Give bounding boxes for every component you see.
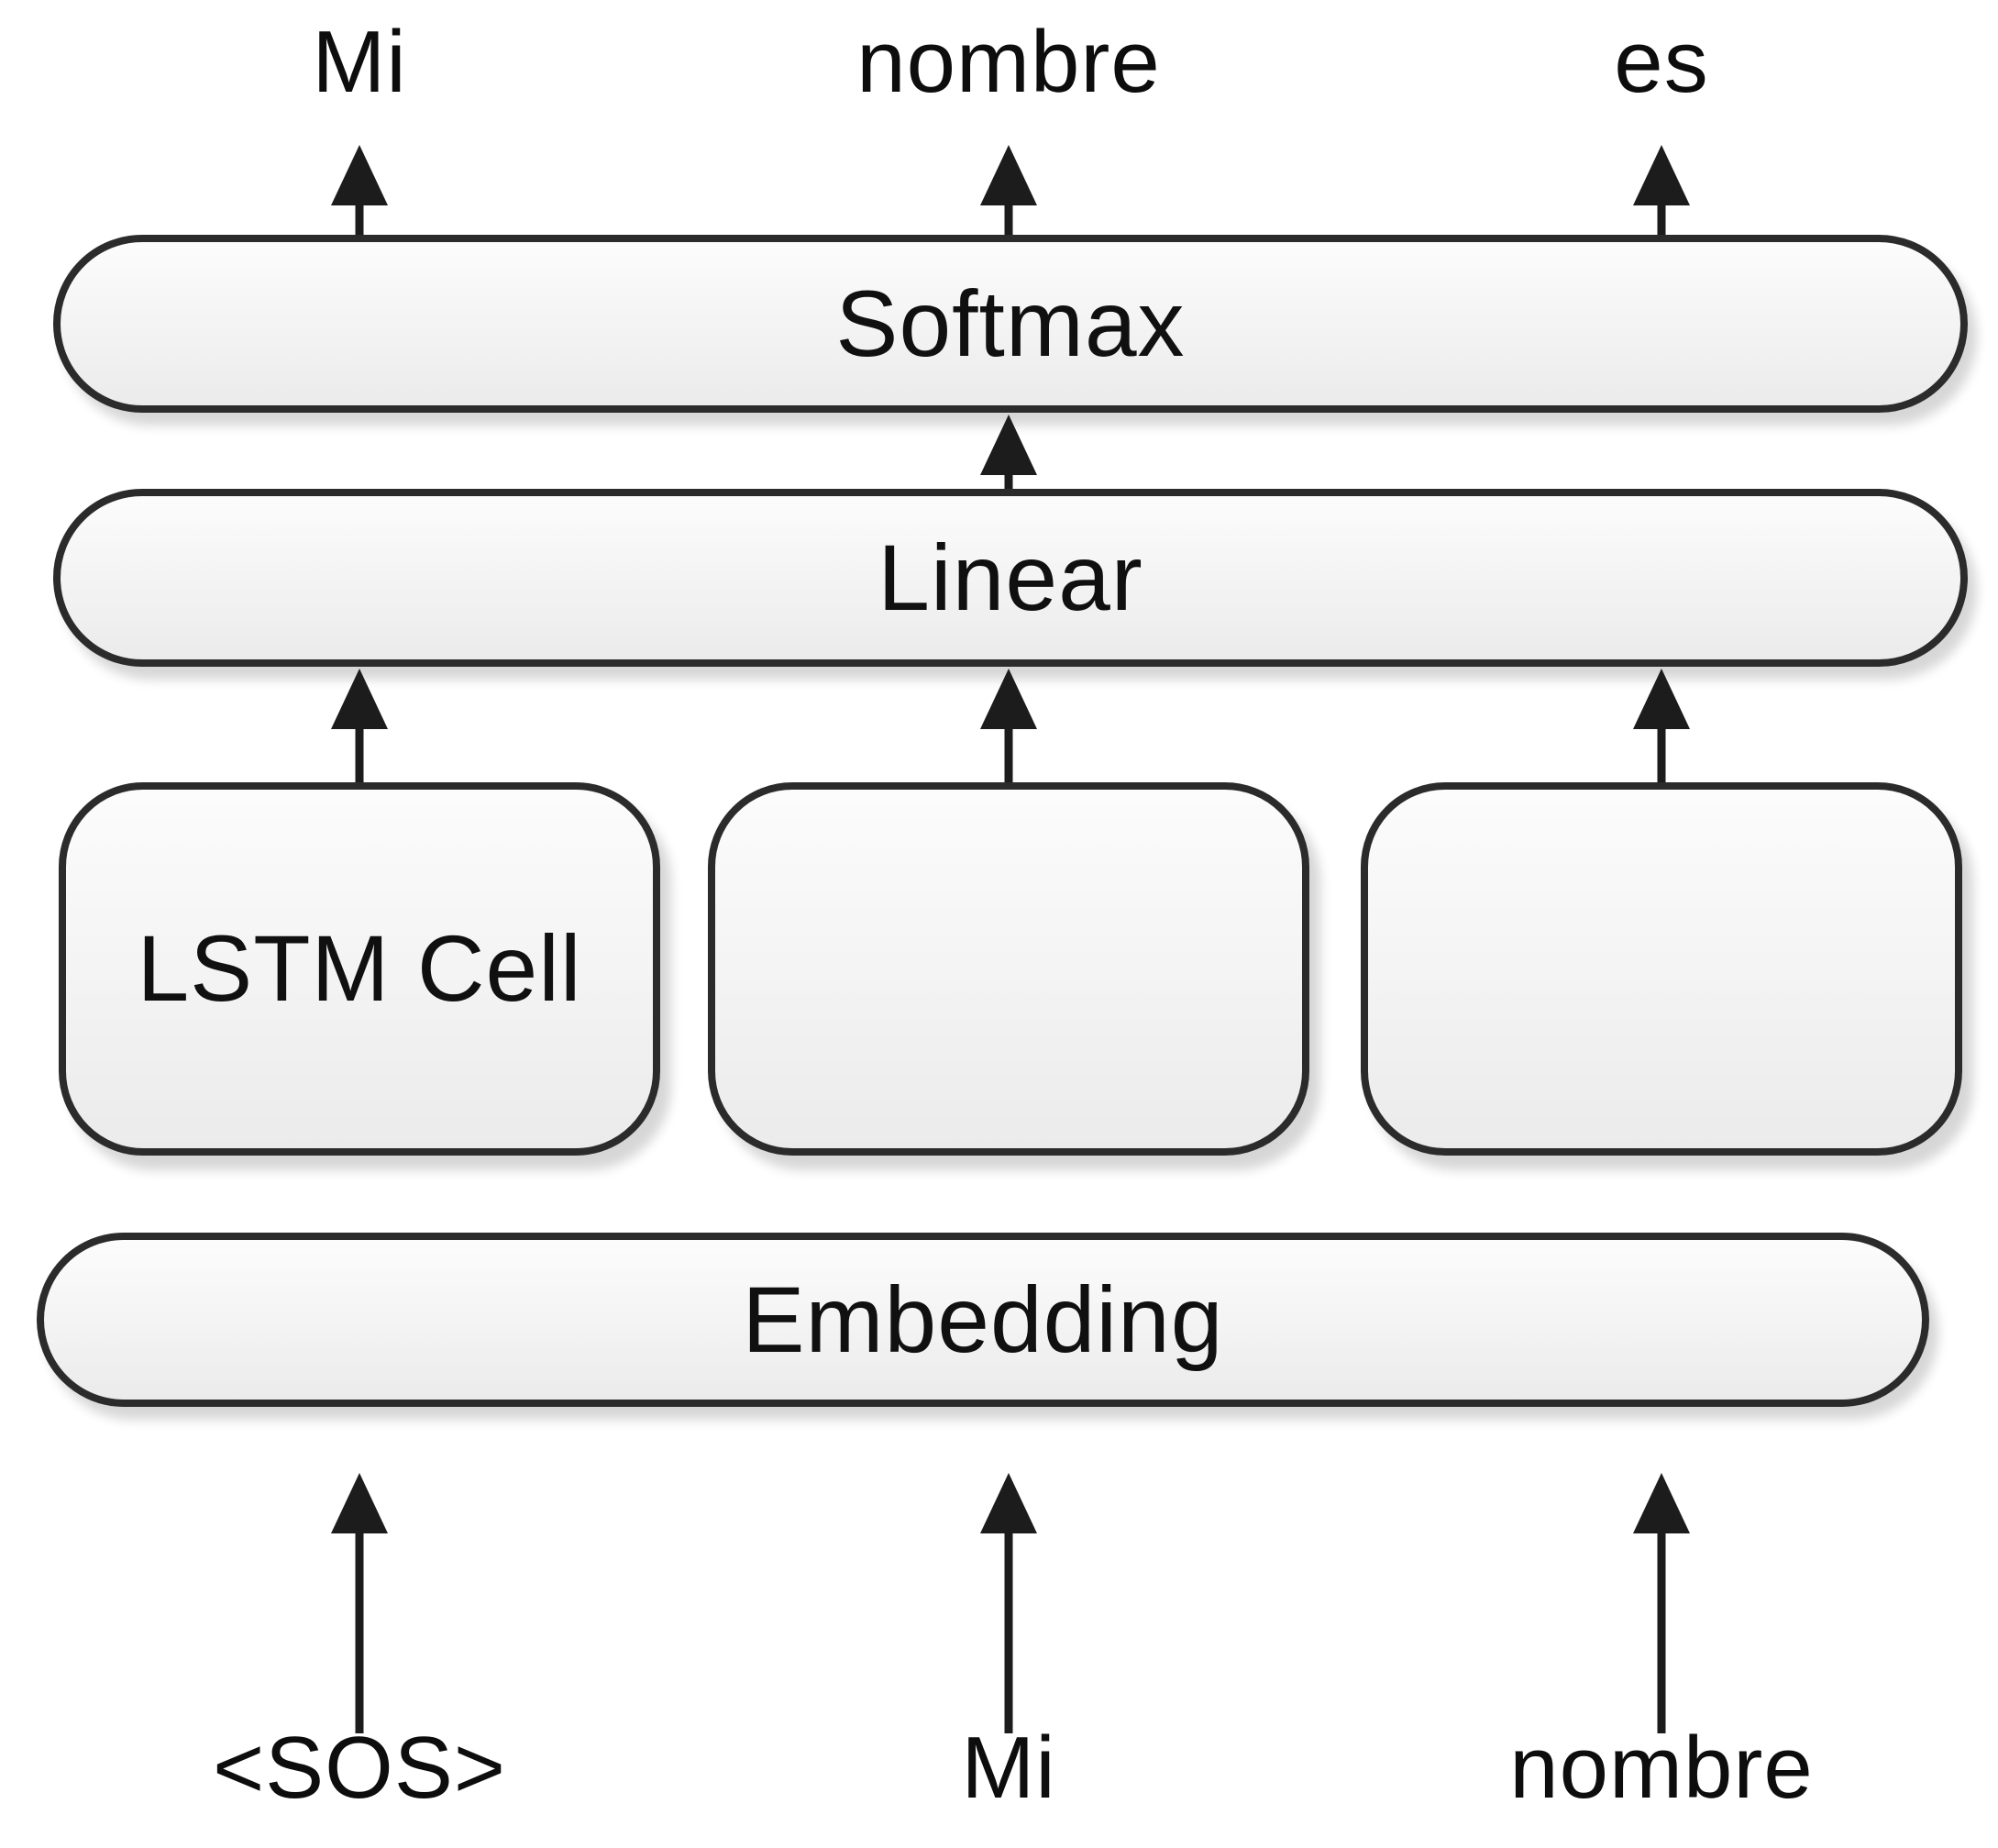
up-arrowhead-icon	[1633, 669, 1690, 729]
embedding-layer-label: Embedding	[742, 1267, 1224, 1372]
up-arrowhead-icon	[1633, 1473, 1690, 1533]
up-arrowhead-icon	[1633, 145, 1690, 205]
lstm-to-linear-arrow-2	[979, 669, 1038, 782]
output-token-label-3: es	[1614, 13, 1709, 111]
lstm-cell-box-1: LSTM Cell	[59, 782, 660, 1156]
linear-layer-bar: Linear	[53, 489, 1968, 667]
embedding-layer-bar: Embedding	[37, 1233, 1929, 1407]
softmax-to-output-arrow-3	[1632, 145, 1691, 235]
input-to-embedding-arrow-1	[330, 1473, 389, 1733]
arrow-shaft	[1004, 722, 1013, 782]
up-arrowhead-icon	[980, 415, 1037, 475]
arrow-shaft	[1004, 198, 1013, 235]
arrow-shaft	[355, 1526, 364, 1733]
up-arrowhead-icon	[331, 669, 388, 729]
softmax-to-output-arrow-1	[330, 145, 389, 235]
arrow-shaft	[355, 198, 364, 235]
arrow-shaft	[1657, 1526, 1666, 1733]
lstm-to-linear-arrow-1	[330, 669, 389, 782]
up-arrowhead-icon	[331, 1473, 388, 1533]
arrow-shaft	[1004, 468, 1013, 489]
lstm-to-linear-arrow-3	[1632, 669, 1691, 782]
up-arrowhead-icon	[331, 145, 388, 205]
input-to-embedding-arrow-3	[1632, 1473, 1691, 1733]
arrow-shaft	[355, 722, 364, 782]
output-token-label-1: Mi	[312, 13, 407, 111]
input-token-label-3: nombre	[1509, 1719, 1814, 1817]
softmax-layer-bar: Softmax	[53, 235, 1968, 413]
arrow-shaft	[1657, 198, 1666, 235]
up-arrowhead-icon	[980, 145, 1037, 205]
softmax-to-output-arrow-2	[979, 145, 1038, 235]
up-arrowhead-icon	[980, 1473, 1037, 1533]
up-arrowhead-icon	[980, 669, 1037, 729]
input-token-label-1: <SOS>	[213, 1719, 506, 1817]
input-to-embedding-arrow-2	[979, 1473, 1038, 1733]
input-token-label-2: Mi	[961, 1719, 1056, 1817]
output-token-label-2: nombre	[856, 13, 1161, 111]
linear-to-softmax-arrow	[979, 415, 1038, 489]
lstm-cell-box-3	[1361, 782, 1962, 1156]
linear-layer-label: Linear	[878, 525, 1143, 630]
lstm-cell-label: LSTM Cell	[137, 916, 582, 1021]
softmax-layer-label: Softmax	[835, 271, 1186, 376]
arrow-shaft	[1004, 1526, 1013, 1733]
lstm-cell-box-2	[708, 782, 1309, 1156]
arrow-shaft	[1657, 722, 1666, 782]
